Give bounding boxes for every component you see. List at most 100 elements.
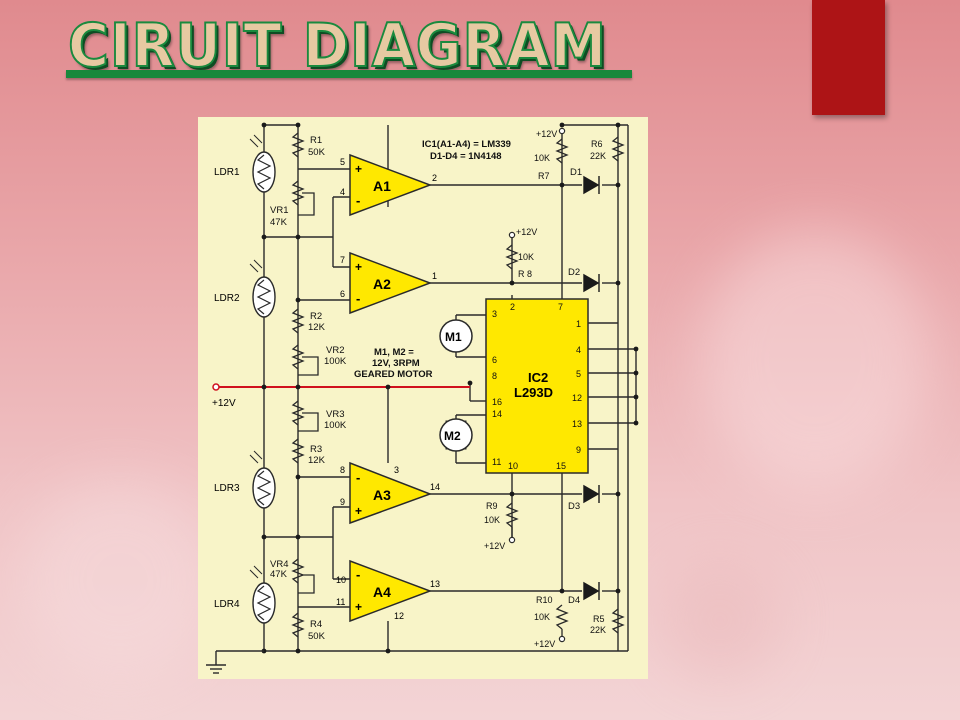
- a4-plus: +: [355, 600, 362, 614]
- ic2-pin15: 15: [556, 461, 566, 471]
- wires: [263, 124, 637, 652]
- r8-supply: +12V: [516, 227, 537, 237]
- background-blob: [660, 560, 780, 680]
- ic2-pins: 2 7 3 6 8 16 14 11 10 15 1 4 5 12 13 9: [492, 302, 582, 471]
- a1-pin2: 2: [432, 173, 437, 183]
- r8-label: R 8: [518, 269, 532, 279]
- opamp-a1: + - A1 5 4 2: [340, 153, 437, 217]
- r4-label: R4: [310, 619, 322, 630]
- ldr-1: LDR1: [214, 134, 276, 193]
- ic2-chip: IC2 L293D: [485, 298, 589, 474]
- r6-value: 22K: [590, 151, 606, 161]
- a4-pin11: 11: [336, 597, 345, 607]
- r5-label: R5: [593, 614, 605, 624]
- ldr-4: LDR4: [214, 565, 276, 624]
- d1-label: D1: [570, 167, 582, 178]
- vr1-label: VR1: [270, 205, 288, 216]
- vr3-value: 100K: [324, 420, 347, 431]
- r9-label: R9: [486, 501, 498, 511]
- a2-plus: +: [355, 260, 362, 274]
- a4-minus: -: [356, 567, 360, 582]
- a3-pin9: 9: [340, 497, 345, 507]
- r1-label: R1: [310, 135, 322, 146]
- ic2-pin7: 7: [558, 302, 563, 312]
- a3-pin3: 3: [394, 465, 399, 475]
- opamp-a2: + - A2 7 6 1: [340, 251, 437, 315]
- motor-m1: M1: [439, 319, 473, 353]
- ic2-name: IC2: [528, 370, 548, 385]
- accent-bar: [812, 0, 885, 115]
- vr2-label: VR2: [326, 345, 344, 356]
- m1-label: M1: [445, 330, 462, 344]
- r10-label: R10: [536, 595, 553, 605]
- ic2-pin3: 3: [492, 309, 497, 319]
- resistor-labels: R1 50K VR1 47K R2 12K VR2 100K VR3 100K …: [270, 135, 347, 642]
- r9-supply: +12V: [484, 541, 505, 551]
- r5-value: 22K: [590, 625, 606, 635]
- a1-plus: +: [355, 162, 362, 176]
- note-motors-1: M1, M2 =: [374, 347, 414, 358]
- a3-plus: +: [355, 504, 362, 518]
- a2-pin7: 7: [340, 255, 345, 265]
- r10-supply: +12V: [534, 639, 555, 649]
- r9-value: 10K: [484, 515, 500, 525]
- divider-resistors: [291, 132, 319, 638]
- slide-title: CIRUIT DIAGRAM: [67, 11, 608, 81]
- ground-symbol: [206, 650, 264, 674]
- ldr-3: LDR3: [214, 450, 276, 509]
- ic2-pin6: 6: [492, 355, 497, 365]
- component-notes: IC1(A1-A4) = LM339 D1-D4 = 1N4148 M1, M2…: [354, 139, 511, 380]
- r2-value: 12K: [308, 322, 326, 333]
- ic2-pin2: 2: [510, 302, 515, 312]
- ldr-2-label: LDR2: [214, 293, 240, 304]
- vr4-value: 47K: [270, 569, 288, 580]
- diode-labels: D1 D2 D3 D4: [568, 167, 582, 606]
- a2-minus: -: [356, 291, 360, 306]
- vr2-value: 100K: [324, 356, 347, 367]
- note-ic1: IC1(A1-A4) = LM339: [422, 139, 511, 150]
- r2-label: R2: [310, 311, 322, 322]
- vr1-value: 47K: [270, 217, 288, 228]
- ldr-4-label: LDR4: [214, 599, 240, 610]
- vr3-label: VR3: [326, 409, 344, 420]
- note-motors-3: GEARED MOTOR: [354, 369, 433, 380]
- d2-label: D2: [568, 267, 580, 278]
- ldr-3-label: LDR3: [214, 483, 240, 494]
- ic2-pin8: 8: [492, 371, 497, 381]
- r7-value: 10K: [534, 153, 550, 163]
- ic2-pin9: 9: [576, 445, 581, 455]
- ic2-pin12: 12: [572, 393, 582, 403]
- a1-minus: -: [356, 193, 360, 208]
- circuit-diagram: +12V LDR1 LDR2: [198, 117, 648, 679]
- ic2-pin5: 5: [576, 369, 581, 379]
- opamp-a3: - + A3 8 9 3 14: [340, 461, 440, 525]
- a3-pin8: 8: [340, 465, 345, 475]
- a2-label: A2: [373, 276, 391, 292]
- title-underline: [66, 70, 632, 78]
- r7-supply: +12V: [536, 129, 557, 139]
- junctions: [261, 122, 639, 654]
- a4-pin12: 12: [394, 611, 404, 621]
- a1-pin5: 5: [340, 157, 345, 167]
- d3-label: D3: [568, 501, 580, 512]
- pull-up-labels: +12V 10K R7 +12V 10K R 8 R9 10K +12V R10…: [484, 129, 606, 649]
- d4-label: D4: [568, 595, 580, 606]
- opamp-a4: - + A4 10 11 12 13: [336, 559, 440, 623]
- note-motors-2: 12V, 3RPM: [372, 358, 420, 369]
- ic2-pin14: 14: [492, 409, 502, 419]
- a1-pin4: 4: [340, 187, 345, 197]
- r6-label: R6: [591, 139, 603, 149]
- a4-pin13: 13: [430, 579, 440, 589]
- supply-wire: +12V: [212, 383, 470, 409]
- r10-value: 10K: [534, 612, 550, 622]
- ic2-pin4: 4: [576, 345, 581, 355]
- ic2-pin1: 1: [576, 319, 581, 329]
- pull-up-resistors: [505, 136, 625, 637]
- background-blob: [20, 480, 220, 680]
- ic2-pin13: 13: [572, 419, 582, 429]
- a2-pin1: 1: [432, 271, 437, 281]
- background-blob: [700, 230, 930, 490]
- vr4-label: VR4: [270, 559, 288, 570]
- a1-label: A1: [373, 178, 391, 194]
- ic2-pin16: 16: [492, 397, 502, 407]
